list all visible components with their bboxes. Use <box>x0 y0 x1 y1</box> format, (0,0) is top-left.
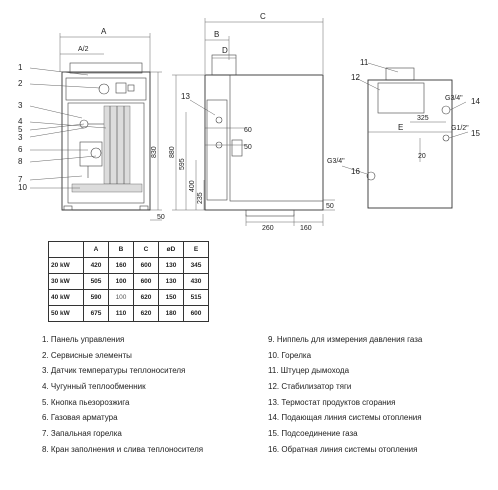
table-header-cell <box>48 241 84 258</box>
legend-item: 13. Термостат продуктов сгорания <box>268 397 396 407</box>
callout-16: 16 <box>351 167 360 176</box>
table-cell: 590 <box>83 289 109 306</box>
dim-c-label: C <box>260 12 266 21</box>
legend-item: 15. Подсоединение газа <box>268 429 358 439</box>
table-header-cell: øD <box>158 241 184 258</box>
callout-15: 15 <box>471 129 480 138</box>
table-cell: 515 <box>183 289 209 306</box>
table-cell: 420 <box>83 257 109 274</box>
dim-160-label: 160 <box>300 225 312 232</box>
callout-1: 1 <box>18 63 23 72</box>
dim-50-label: 50 <box>244 144 252 151</box>
table-header-cell: C <box>133 241 159 258</box>
dim-830-label: 830 <box>151 146 158 158</box>
callout-14: 14 <box>471 97 480 106</box>
legend-item: 4. Чугунный теплообменник <box>42 382 146 392</box>
legend-item: 12. Стабилизатор тяги <box>268 382 352 392</box>
table-cell: 675 <box>83 305 109 322</box>
dim-50-side-label: 50 <box>326 203 334 210</box>
table-cell: 130 <box>158 273 184 290</box>
dim-595-label: 595 <box>179 158 186 170</box>
table-cell: 100 <box>108 273 134 290</box>
table-header-cell: B <box>108 241 134 258</box>
callout-13: 13 <box>181 92 190 101</box>
table-cell: 110 <box>108 305 134 322</box>
table-cell: 620 <box>133 289 159 306</box>
table-row: 40 kW 590 100 620 150 515 <box>48 289 209 306</box>
table-row-label: 50 kW <box>48 305 84 322</box>
legend-item: 7. Запальная горелка <box>42 429 122 439</box>
legend-item: 1. Панель управления <box>42 335 125 344</box>
legend-item: 9. Ниппель для измерения давления газа <box>268 335 423 344</box>
table-row-label: 30 kW <box>48 273 84 290</box>
dim-e-label: E <box>398 123 403 132</box>
callout-3: 3 <box>18 101 23 110</box>
callout-6: 6 <box>18 145 23 154</box>
table-cell: 150 <box>158 289 184 306</box>
table-cell: 345 <box>183 257 209 274</box>
side-view: C B D 60 50 13 880 595 400 235 <box>169 12 335 232</box>
legend-item: 16. Обратная линия системы отопления <box>268 444 418 454</box>
table-row: 30 kW 505 100 600 130 430 <box>48 273 209 290</box>
dim-20-label: 20 <box>418 153 426 160</box>
legend-left-column: 1. Панель управления 2. Сервисные элемен… <box>42 332 203 458</box>
dim-60-label: 60 <box>244 127 252 134</box>
dim-d-label: D <box>222 46 228 55</box>
table-header-row: A B C øD E <box>48 241 209 258</box>
table-cell: 430 <box>183 273 209 290</box>
legend-item: 11. Штуцер дымохода <box>268 366 350 376</box>
legend-right-column: 9. Ниппель для измерения давления газа 1… <box>268 332 422 458</box>
table-header-cell: E <box>183 241 209 258</box>
legend-item: 8. Кран заполнения и слива теплоносителя <box>42 444 204 454</box>
g34-flow-label: G3/4" <box>445 95 463 102</box>
dim-235-label: 235 <box>197 192 204 204</box>
callout-3b: 3 <box>18 133 23 142</box>
legend-item: 5. Кнопка пьезорозжига <box>42 397 130 407</box>
legend-item: 2. Сервисные элементы <box>42 350 132 360</box>
g34-return-label: G3/4" <box>327 158 345 165</box>
table-row: 50 kW 675 110 620 180 600 <box>48 305 209 322</box>
callout-2: 2 <box>18 79 23 88</box>
legend-item: 6. Газовая арматура <box>42 413 118 423</box>
table-row: 20 kW 420 160 600 130 345 <box>48 257 209 274</box>
callout-8: 8 <box>18 157 23 166</box>
callout-10: 10 <box>18 183 27 192</box>
dim-400-label: 400 <box>189 180 196 192</box>
g12-gas-label: G1/2" <box>451 125 469 132</box>
table-cell: 100 <box>108 289 134 306</box>
table-row-label: 20 kW <box>48 257 84 274</box>
dim-260-label: 260 <box>262 225 274 232</box>
legend-item: 10. Горелка <box>268 350 312 360</box>
callout-4: 4 <box>18 117 23 126</box>
table-cell: 620 <box>133 305 159 322</box>
rear-view: 11 12 E G3/4" 14 325 G1/2" 15 20 G3/4" 1… <box>327 58 480 209</box>
table-cell: 130 <box>158 257 184 274</box>
legend-item: 3. Датчик температуры теплоносителя <box>42 366 186 376</box>
table-header-cell: A <box>83 241 109 258</box>
table-row-label: 40 kW <box>48 289 84 306</box>
callout-7: 7 <box>18 175 23 184</box>
table-cell: 600 <box>133 257 159 274</box>
dim-b-label: B <box>214 30 219 39</box>
dimensions-table: A B C øD E 20 kW 420 160 600 130 345 30 … <box>48 241 209 322</box>
callout-11: 11 <box>360 58 369 67</box>
dim-50-left-label: 50 <box>157 214 165 221</box>
table-cell: 600 <box>133 273 159 290</box>
callout-5: 5 <box>18 125 23 134</box>
table-cell: 505 <box>83 273 109 290</box>
callout-12: 12 <box>351 73 360 82</box>
dim-a2-label: A/2 <box>78 46 89 53</box>
dim-a-label: A <box>101 27 107 36</box>
dim-325-label: 325 <box>417 115 429 122</box>
table-cell: 160 <box>108 257 134 274</box>
legend-item: 14. Подающая линия системы отопления <box>268 413 422 423</box>
front-callouts: 1 2 3 4 5 3 6 8 7 10 <box>18 63 107 192</box>
table-cell: 180 <box>158 305 184 322</box>
front-view: A A/2 <box>18 27 165 221</box>
table-cell: 600 <box>183 305 209 322</box>
boiler-technical-drawing: A A/2 <box>18 12 480 232</box>
dim-880-label: 880 <box>169 146 176 158</box>
